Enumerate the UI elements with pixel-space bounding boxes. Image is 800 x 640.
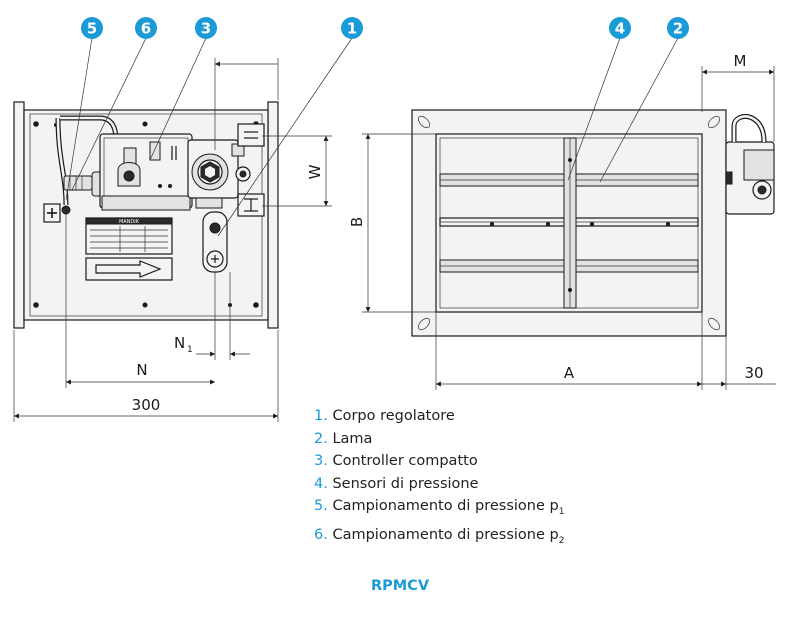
side-actuator [725,113,775,215]
corner-slots [417,115,721,331]
side-view: MANDIK [13,101,279,329]
callout-leaders [65,37,679,237]
model-title: RPMCV [370,578,430,594]
parts-legend: 1. Corpo regolatore 2. Lama 3. Controlle… [314,405,564,552]
dim-a-label: A [564,364,575,382]
dim-n-label: N [136,361,147,379]
actuator [187,139,251,209]
legend-item: 2. Lama [314,430,373,447]
dim-30-label: 30 [744,364,763,382]
svg-text:6: 6 [141,20,151,38]
callout-3: 3 [195,17,217,39]
front-view-dimensions: B A 30 M [348,52,776,390]
legend-item: 4. Sensori di pressione [314,475,479,492]
callout-1: 1 [341,17,363,39]
dim-b-label: B [348,217,366,227]
legend-item: 3. Controller compatto [314,453,478,470]
callout-4: 4 [609,17,631,39]
shaft-lever [202,211,228,273]
limit-switch-top [237,123,265,147]
svg-text:4: 4 [615,20,625,38]
legend-item: 5. Campionamento di pressione p1 [314,498,565,518]
dim-n1-label: N [174,334,185,352]
dim-300-label: 300 [132,396,161,414]
plus-terminal-icon [43,203,61,223]
callout-5: 5 [81,17,103,39]
legend-item: 6. Campionamento di pressione p2 [314,526,565,546]
callout-2: 2 [667,17,689,39]
svg-text:1: 1 [347,20,357,38]
compact-controller [99,133,193,211]
legend-item: 1. Corpo regolatore [314,408,455,424]
svg-text:3: 3 [201,20,211,38]
front-view [411,109,775,337]
pressure-port-p1 [61,205,71,215]
svg-text:2: 2 [673,20,683,38]
side-view-dimensions: W N 1 N 300 [13,58,332,422]
nameplate: MANDIK [85,217,173,255]
svg-text:5: 5 [87,20,97,38]
dim-m-label: M [734,52,747,70]
right-arrow-icon [85,257,173,281]
left-flange [13,101,25,329]
svg-text:MANDIK: MANDIK [119,219,140,225]
dim-w-label: W [306,164,324,179]
callout-6: 6 [135,17,157,39]
dim-n1-subscript: 1 [187,345,193,355]
